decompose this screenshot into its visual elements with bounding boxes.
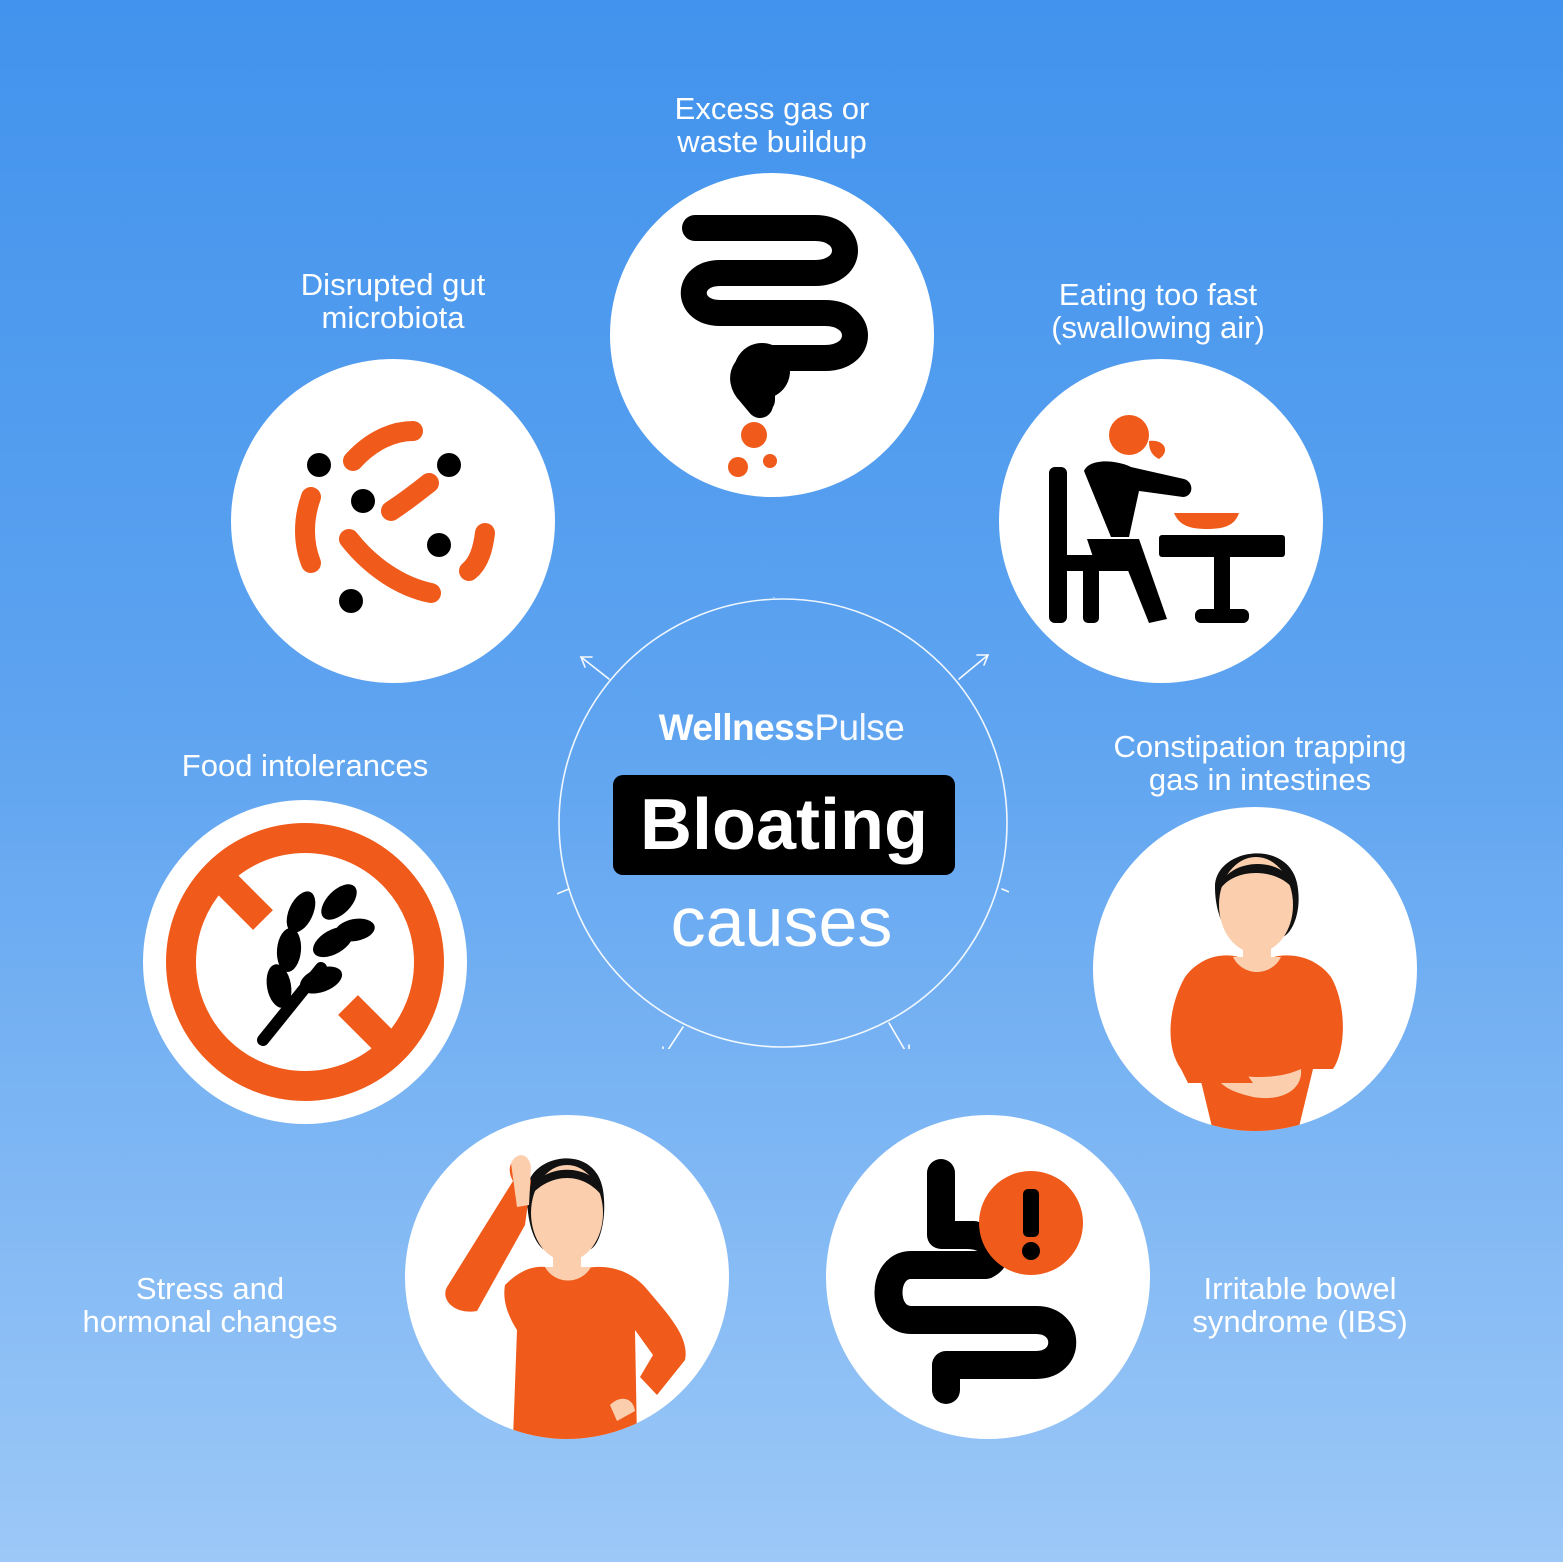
page-title: Bloating (613, 775, 955, 875)
person-eating-icon (999, 359, 1323, 683)
intestine-icon (610, 173, 934, 497)
cause-line: Stress and (135, 1271, 285, 1306)
no-wheat-icon (143, 800, 467, 1124)
cause-line: Food intolerances (181, 748, 429, 783)
cause-label-microbiota: Disrupted gut microbiota (193, 268, 593, 334)
cause-label-excess-gas: Excess gas or waste buildup (572, 92, 972, 158)
woman-holding-stomach-icon (1093, 807, 1417, 1131)
woman-stressed-icon (405, 1115, 729, 1439)
cause-line: Irritable bowel (1203, 1271, 1397, 1306)
cause-line: hormonal changes (82, 1304, 338, 1339)
cause-line: Constipation trapping (1113, 729, 1407, 764)
cause-line: Disrupted gut (300, 267, 486, 302)
cause-label-ibs: Irritable bowel syndrome (IBS) (1100, 1272, 1500, 1338)
cause-label-food-intolerances: Food intolerances (105, 749, 505, 782)
brand-wordmark-bold: Wellness (658, 707, 815, 748)
brand-wordmark-light: Pulse (814, 707, 905, 748)
cause-line: Excess gas or (674, 91, 870, 126)
cause-label-stress: Stress and hormonal changes (10, 1272, 410, 1338)
cause-label-eating-fast: Eating too fast (swallowing air) (958, 278, 1358, 344)
bowel-alert-icon (826, 1115, 1150, 1439)
center-ring (557, 597, 1009, 1049)
cause-line: microbiota (321, 300, 465, 335)
cause-label-constipation: Constipation trapping gas in intestines (1060, 730, 1460, 796)
cause-line: Eating too fast (1058, 277, 1258, 312)
bacteria-icon (231, 359, 555, 683)
page-subtitle: causes (670, 883, 893, 961)
cause-line: gas in intestines (1148, 762, 1372, 797)
brand-logo: WellnessPulse (0, 706, 1563, 750)
cause-line: (swallowing air) (1051, 310, 1265, 345)
cause-line: syndrome (IBS) (1192, 1304, 1408, 1339)
cause-line: waste buildup (677, 124, 867, 159)
